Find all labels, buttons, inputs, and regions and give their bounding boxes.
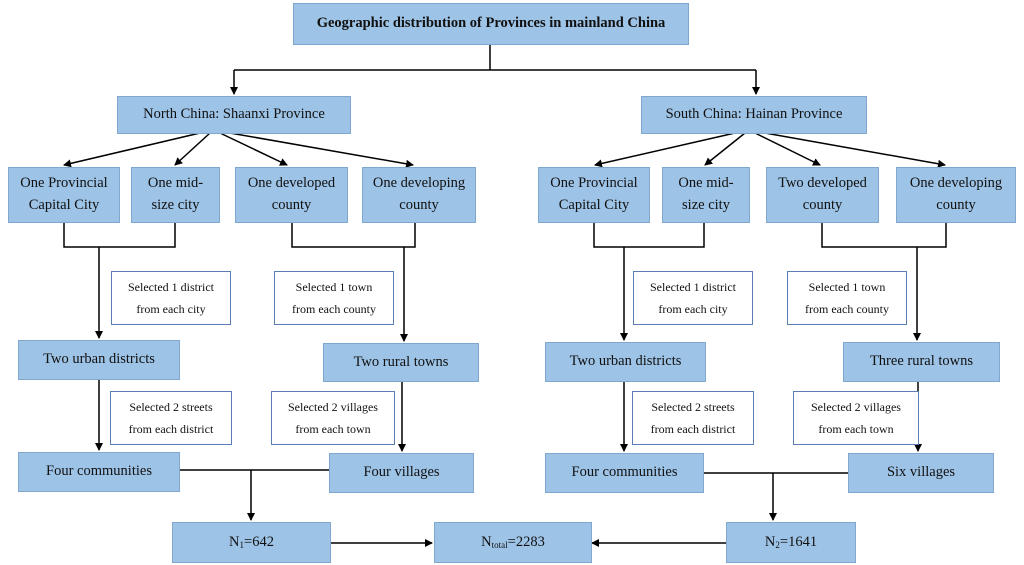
total-n-label: N bbox=[481, 533, 492, 550]
north-developing-county-line1: One developing bbox=[372, 175, 466, 192]
north-n-label: N bbox=[229, 533, 240, 550]
south-midsize-city-line2: size city bbox=[682, 197, 730, 213]
south-note-streets: Selected 2 streets from each district bbox=[632, 391, 754, 445]
south-developed-county-line2: county bbox=[802, 197, 843, 213]
south-note-district-line2: from each city bbox=[658, 302, 728, 316]
south-developed-county-line1: Two developed bbox=[778, 175, 867, 192]
total-n-value: =2283 bbox=[507, 533, 545, 550]
total-n-sub: total bbox=[491, 539, 508, 550]
north-urban-districts-label: Two urban districts bbox=[43, 351, 155, 368]
north-note-streets: Selected 2 streets from each district bbox=[110, 391, 232, 445]
south-communities-box: Four communities bbox=[545, 453, 704, 493]
diagram-title: Geographic distribution of Provinces in … bbox=[293, 3, 689, 45]
north-province-label: North China: Shaanxi Province bbox=[143, 106, 325, 123]
north-communities-label: Four communities bbox=[46, 463, 152, 480]
north-midsize-city-line2: size city bbox=[151, 197, 200, 213]
south-n-label: N bbox=[764, 533, 776, 550]
south-communities-label: Four communities bbox=[571, 464, 678, 481]
north-communities-box: Four communities bbox=[18, 452, 180, 492]
south-note-district: Selected 1 district from each city bbox=[633, 271, 753, 325]
north-note-streets-line1: Selected 2 streets bbox=[129, 399, 213, 414]
south-note-town-line2: from each county bbox=[805, 302, 889, 316]
north-note-villages: Selected 2 villages from each town bbox=[271, 391, 395, 445]
north-rural-towns-box: Two rural towns bbox=[323, 343, 479, 382]
south-midsize-city-line1: One mid- bbox=[678, 175, 734, 192]
south-sample-size-box: N2=1641 bbox=[726, 522, 856, 563]
south-note-streets-line2: from each district bbox=[650, 422, 736, 436]
south-note-town-line1: Selected 1 town bbox=[808, 279, 886, 294]
south-note-villages-line2: from each town bbox=[818, 422, 894, 436]
south-sample-size: N2=1641 bbox=[765, 532, 817, 554]
total-sample-size-box: Ntotal=2283 bbox=[434, 522, 592, 563]
north-developed-county-line1: One developed bbox=[247, 175, 336, 192]
south-note-district-line1: Selected 1 district bbox=[650, 279, 736, 294]
north-midsize-city-line1: One mid- bbox=[147, 175, 204, 192]
north-note-town: Selected 1 town from each county bbox=[274, 271, 394, 325]
north-developed-county-line2: county bbox=[271, 197, 312, 213]
north-note-villages-line2: from each town bbox=[295, 422, 371, 436]
south-capital-city-line1: One Provincial bbox=[550, 175, 638, 192]
south-rural-towns-box: Three rural towns bbox=[843, 342, 1000, 382]
south-note-villages-line1: Selected 2 villages bbox=[811, 399, 901, 414]
north-developed-county-box: One developed county bbox=[235, 167, 348, 223]
south-note-town: Selected 1 town from each county bbox=[787, 271, 907, 325]
south-urban-districts-label: Two urban districts bbox=[569, 353, 682, 370]
north-note-district-line2: from each city bbox=[136, 302, 206, 316]
south-developing-county-line2: county bbox=[936, 197, 976, 213]
south-province-label: South China: Hainan Province bbox=[665, 106, 843, 123]
south-villages-box: Six villages bbox=[848, 453, 994, 493]
north-sample-size-box: N1=642 bbox=[172, 522, 331, 563]
north-province-box: North China: Shaanxi Province bbox=[117, 96, 351, 134]
south-note-villages: Selected 2 villages from each town bbox=[793, 391, 919, 445]
north-note-district: Selected 1 district from each city bbox=[111, 271, 231, 325]
north-villages-box: Four villages bbox=[329, 453, 474, 493]
north-rural-towns-label: Two rural towns bbox=[353, 353, 449, 370]
diagram-title-text: Geographic distribution of Provinces in … bbox=[316, 15, 666, 32]
north-note-town-line1: Selected 1 town bbox=[295, 279, 373, 294]
south-developing-county-box: One developing county bbox=[896, 167, 1016, 223]
north-note-district-line1: Selected 1 district bbox=[128, 279, 214, 294]
south-n-sub: 2 bbox=[775, 539, 780, 550]
south-n-value: =1641 bbox=[779, 533, 818, 550]
north-note-villages-line1: Selected 2 villages bbox=[288, 399, 378, 414]
south-province-box: South China: Hainan Province bbox=[641, 96, 867, 134]
south-rural-towns-label: Three rural towns bbox=[869, 353, 974, 370]
south-note-streets-line1: Selected 2 streets bbox=[651, 399, 735, 414]
south-urban-districts-box: Two urban districts bbox=[545, 342, 706, 382]
north-midsize-city-box: One mid-size city bbox=[131, 167, 220, 223]
north-capital-city-line2: Capital City bbox=[28, 197, 100, 213]
south-developed-county-box: Two developed county bbox=[766, 167, 879, 223]
north-n-value: =642 bbox=[244, 533, 274, 550]
south-capital-city-line2: Capital City bbox=[558, 197, 630, 213]
north-n-sub: 1 bbox=[239, 539, 245, 550]
south-developing-county-line1: One developing bbox=[909, 175, 1003, 192]
north-developing-county-line2: county bbox=[399, 197, 439, 213]
north-note-town-line2: from each county bbox=[292, 302, 376, 316]
north-sample-size: N1=642 bbox=[229, 532, 274, 554]
north-villages-label: Four villages bbox=[363, 464, 440, 481]
north-capital-city-line1: One Provincial bbox=[20, 175, 108, 192]
south-villages-label: Six villages bbox=[886, 464, 956, 481]
north-developing-county-box: One developing county bbox=[362, 167, 476, 223]
north-urban-districts-box: Two urban districts bbox=[18, 340, 180, 380]
total-sample-size: Ntotal=2283 bbox=[481, 532, 545, 554]
north-note-streets-line2: from each district bbox=[128, 422, 214, 436]
south-midsize-city-box: One mid-size city bbox=[662, 167, 750, 223]
